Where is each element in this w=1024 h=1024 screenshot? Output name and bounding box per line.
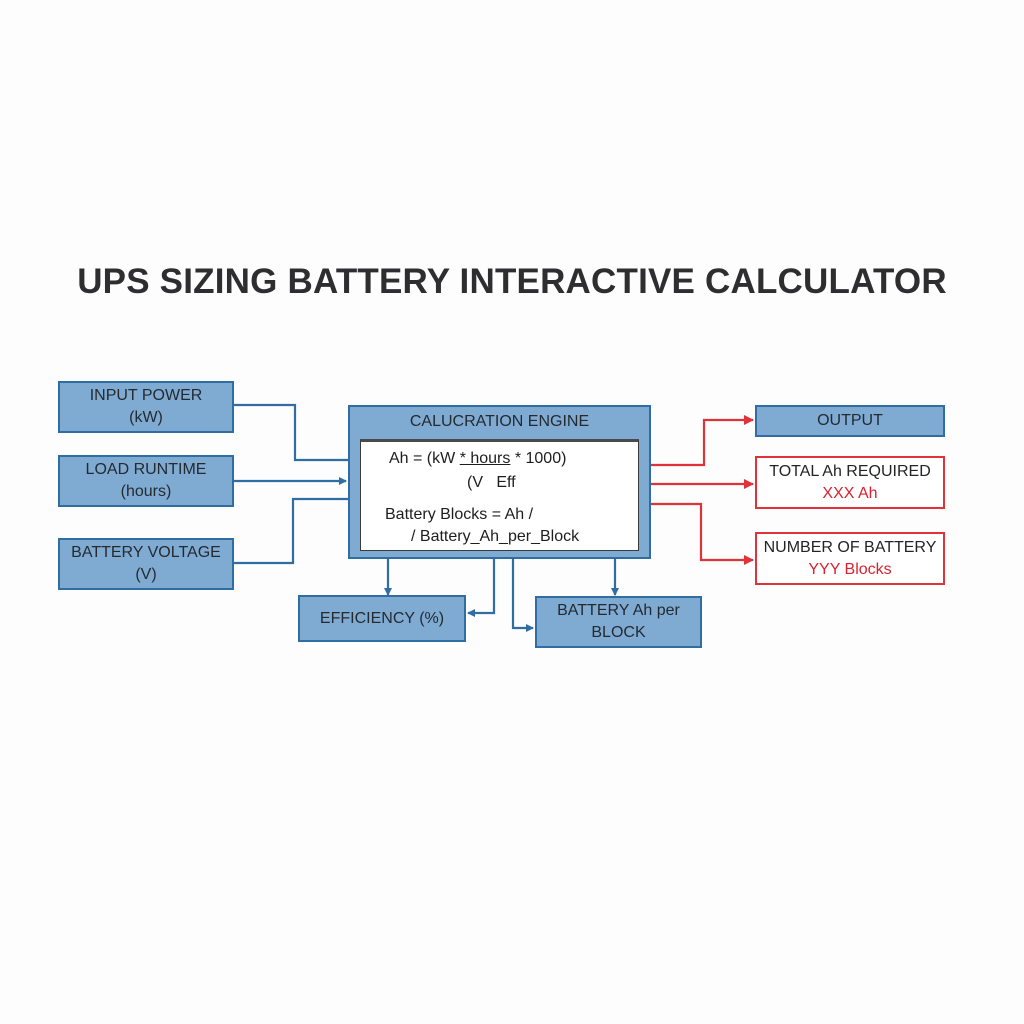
battery-voltage-label: BATTERY VOLTAGE [71,544,221,561]
load-runtime-unit: (hours) [120,483,172,500]
battery-blocks-label: NUMBER OF BATTERY [763,538,937,556]
engine-title: CALUCRATION ENGINE [409,413,590,430]
formula-blocks-line1: Battery Blocks = Ah / [385,506,534,523]
formula-ah-line2: (V Eff [467,474,516,491]
calculation-engine: CALUCRATION ENGINE Ah = (kW * hours * 10… [348,405,651,559]
formula-ah-numerator-mid: * hours [459,450,511,467]
battery-ah-label-2: BLOCK [591,624,646,641]
formula-blocks-line2: / Battery_Ah_per_Block [411,528,580,545]
formula-ah-line1: Ah = (kW * hours * 1000) [389,450,567,467]
efficiency-label: EFFICIENCY (%) [319,609,445,627]
battery-voltage-box[interactable]: BATTERY VOLTAGE (V) [58,538,234,590]
battery-blocks-box: NUMBER OF BATTERY YYY Blocks [755,532,945,585]
total-ah-box: TOTAL Ah REQUIRED XXX Ah [755,456,945,509]
page-title: UPS SIZING BATTERY INTERACTIVE CALCULATO… [77,262,947,301]
wire-input-power [233,403,348,462]
load-runtime-label: LOAD RUNTIME [85,461,207,478]
output-header-label: OUTPUT [817,412,883,429]
input-power-box[interactable]: INPUT POWER (kW) [58,381,234,433]
wire-engine-battery-ah [511,559,534,632]
input-power-unit: (kW) [129,409,163,426]
load-runtime-box[interactable]: LOAD RUNTIME (hours) [58,455,234,507]
total-ah-value: XXX Ah [822,484,878,502]
wire-engine-efficiency-2 [467,559,496,617]
wire-battery-voltage [233,497,348,565]
battery-blocks-value: YYY Blocks [808,560,892,578]
battery-ah-label-1: BATTERY Ah per [557,602,680,619]
formula-panel: Ah = (kW * hours * 1000) (V Eff Battery … [360,439,639,551]
efficiency-box[interactable]: EFFICIENCY (%) [298,595,466,642]
battery-voltage-unit: (V) [135,566,157,583]
wire-to-output [651,415,754,467]
battery-ah-per-block-box[interactable]: BATTERY Ah per BLOCK [535,596,702,648]
output-header-box: OUTPUT [755,405,945,437]
total-ah-label: TOTAL Ah REQUIRED [769,462,931,480]
input-power-label: INPUT POWER [89,387,203,404]
wire-to-blocks [651,502,754,565]
